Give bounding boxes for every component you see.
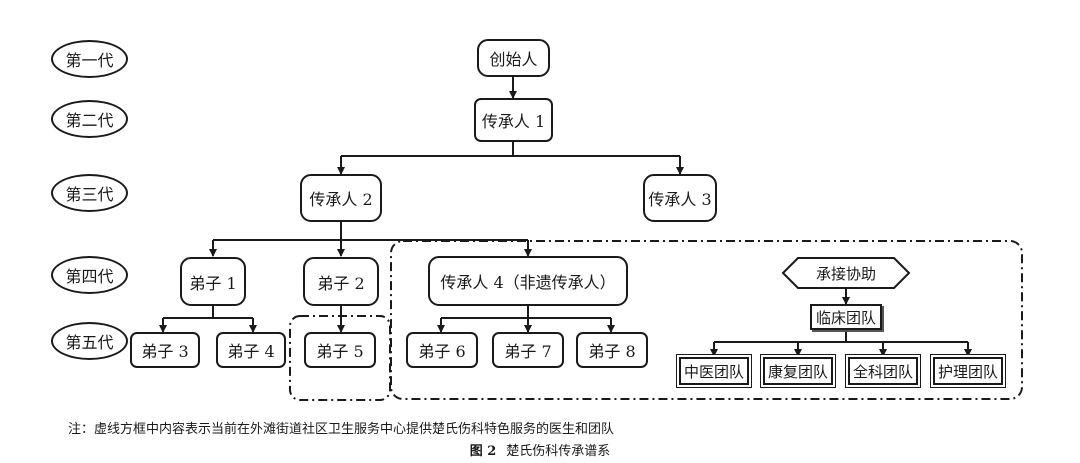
generation-label-2: 第二代 [51, 100, 128, 138]
figure-number: 图 2 [469, 444, 497, 459]
generation-label-5: 第五代 [51, 322, 128, 360]
figure-caption: 图 2 楚氏伤科传承谱系 [0, 440, 1080, 459]
node-clinical-team: 临床团队 [810, 304, 882, 330]
node-disciple-4: 弟子 4 [216, 332, 286, 368]
node-founder: 创始人 [477, 39, 550, 77]
hexagon-shape [781, 257, 911, 289]
node-inheritor-3: 传承人 3 [643, 174, 717, 222]
dashed-region-small [289, 315, 391, 401]
node-inheritor-1: 传承人 1 [474, 98, 553, 142]
node-inheritor-2: 传承人 2 [300, 174, 382, 222]
node-disciple-2: 弟子 2 [303, 257, 379, 306]
node-disciple-7: 弟子 7 [492, 332, 564, 368]
node-disciple-8: 弟子 8 [576, 332, 648, 368]
node-tcm-team: 中医团队 [679, 357, 749, 385]
node-inheritor-4: 传承人 4（非遗传承人） [428, 256, 628, 306]
node-nursing-team: 护理团队 [933, 357, 1003, 385]
figure-title: 楚氏伤科传承谱系 [506, 444, 611, 459]
node-disciple-5: 弟子 5 [304, 332, 376, 368]
generation-label-4: 第四代 [51, 256, 128, 294]
hexagon-label: 承接协助 [815, 264, 876, 283]
node-disciple-6: 弟子 6 [406, 332, 478, 368]
generation-label-1: 第一代 [51, 40, 128, 78]
dashed-region-large [390, 240, 1023, 400]
node-disciple-3: 弟子 3 [130, 332, 200, 368]
node-rehab-team: 康复团队 [763, 357, 833, 385]
footnote: 注：虚线方框中内容表示当前在外滩街道社区卫生服务中心提供楚氏伤科特色服务的医生和… [68, 422, 615, 437]
node-general-team: 全科团队 [848, 357, 918, 385]
generation-label-3: 第三代 [51, 174, 128, 212]
node-disciple-1: 弟子 1 [180, 257, 246, 306]
